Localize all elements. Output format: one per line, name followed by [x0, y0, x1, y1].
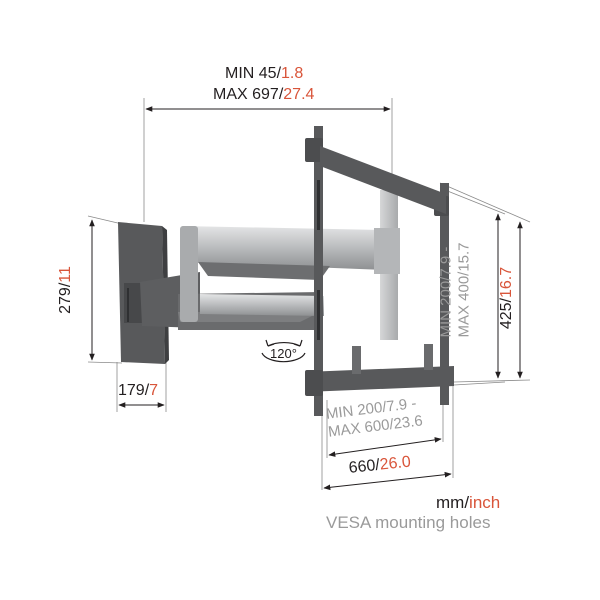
bracket-height-label: 425/16.7: [498, 266, 516, 330]
wall-plate-height-label: 279/11: [56, 266, 74, 314]
depth-min-label: MIN 45/1.8: [225, 65, 304, 82]
tilt-block: [374, 228, 400, 274]
swivel-label: 120°: [270, 346, 297, 361]
unit-legend: mm/inch: [436, 493, 501, 512]
vesa-vertical-label: MIN 200/7.9 - MAX 400/15.7: [437, 242, 473, 338]
tv-bracket: [305, 126, 454, 416]
vesa-note: VESA mounting holes: [326, 513, 491, 532]
depth-max-label: MAX 697/27.4: [213, 86, 315, 103]
wall-plate-width-label: 179/7: [118, 382, 159, 399]
dimension-arrows: [89, 106, 523, 491]
upper-arm: [180, 226, 384, 322]
swivel-120-icon: [261, 339, 306, 363]
